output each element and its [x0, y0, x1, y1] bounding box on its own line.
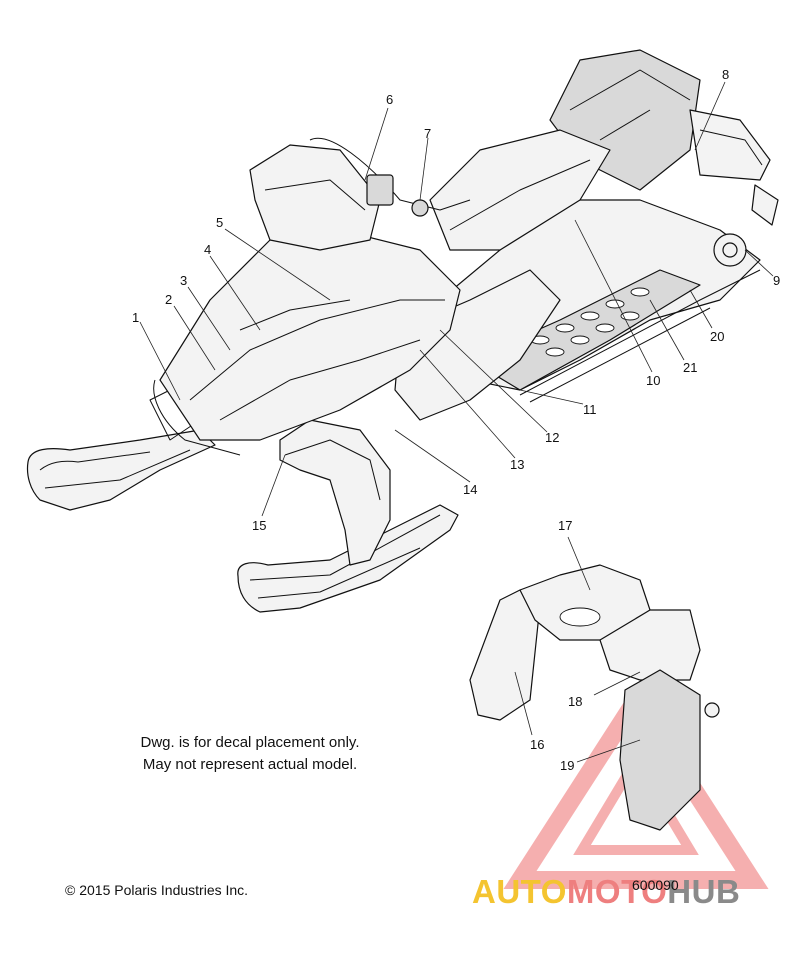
callout-2: 2	[165, 292, 172, 307]
placement-note: Dwg. is for decal placement only. May no…	[100, 732, 400, 776]
rear-rack	[689, 109, 771, 181]
callout-4: 4	[204, 242, 211, 257]
callout-13: 13	[510, 457, 524, 472]
callout-20: 20	[710, 329, 724, 344]
callout-8: 8	[722, 67, 729, 82]
callout-21: 21	[683, 360, 697, 375]
handlebar	[309, 137, 471, 211]
callouts: 1 2 3 4 5 6 7 8 9 10 11 12 13 14 15 16 1…	[132, 67, 780, 773]
callout-17: 17	[558, 518, 572, 533]
front-bumper	[153, 379, 241, 456]
side-panel	[394, 269, 561, 421]
copyright-text: © 2015 Polaris Industries Inc.	[65, 882, 249, 898]
snowmobile-drawing	[26, 49, 779, 613]
leader-lines	[139, 81, 774, 763]
windshield	[249, 144, 381, 251]
watermark-text-part2: MOTO	[566, 873, 668, 910]
callout-14: 14	[463, 482, 477, 497]
left-ski	[26, 429, 216, 511]
drawing-number: 600090	[632, 877, 679, 893]
snow-flap	[751, 184, 779, 226]
callout-6: 6	[386, 92, 393, 107]
callout-18: 18	[568, 694, 582, 709]
note-line-2: May not represent actual model.	[142, 756, 358, 773]
callout-15: 15	[252, 518, 266, 533]
panel-19	[619, 669, 701, 831]
watermark-text: AUTOMOTOHUB	[472, 873, 740, 911]
steering-post	[411, 199, 429, 217]
panel-16	[469, 589, 541, 721]
front-suspension	[279, 419, 391, 566]
panel-18	[599, 609, 701, 681]
hood	[159, 229, 461, 441]
callout-11: 11	[583, 402, 597, 417]
right-ski	[237, 504, 459, 613]
gauge-pod	[366, 174, 394, 206]
callout-12: 12	[545, 430, 559, 445]
running-board-holes	[530, 287, 650, 357]
callout-3: 3	[180, 273, 187, 288]
callout-19: 19	[560, 758, 574, 773]
callout-16: 16	[530, 737, 544, 752]
callout-5: 5	[216, 215, 223, 230]
callout-10: 10	[646, 373, 660, 388]
watermark-text-part3: HUB	[667, 873, 741, 910]
watermark-text-part1: AUTO	[472, 873, 567, 910]
callout-9: 9	[773, 273, 780, 288]
note-line-1: Dwg. is for decal placement only.	[140, 734, 360, 751]
lower-panel-detail	[469, 564, 720, 831]
callout-7: 7	[424, 126, 431, 141]
callout-1: 1	[132, 310, 139, 325]
